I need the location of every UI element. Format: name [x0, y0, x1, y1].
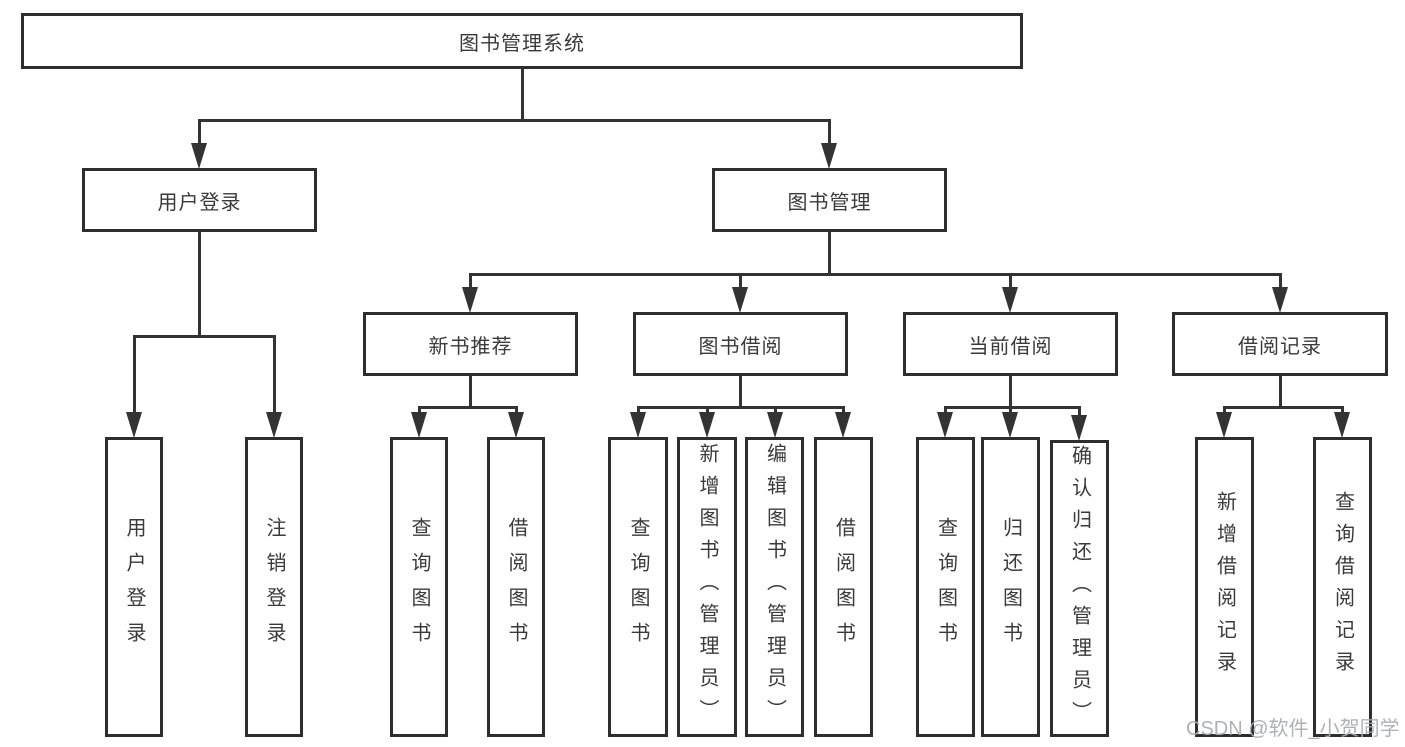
- diagram-node-label: 用户登录: [157, 191, 242, 214]
- connector-drop: [1222, 406, 1226, 417]
- diagram-node-label: 图书管理: [787, 191, 872, 214]
- arrow-down-icon: [767, 412, 783, 438]
- connector-bus: [636, 406, 845, 409]
- connector-drop: [841, 406, 845, 417]
- diagram-node-label: 当前借阅: [968, 335, 1053, 358]
- connector-stub: [827, 232, 831, 276]
- diagram-node-label: 借阅记录: [1238, 335, 1322, 358]
- arrow-down-icon: [732, 287, 748, 313]
- connector-stub: [468, 376, 472, 409]
- diagram-node-label: 用户登录: [123, 517, 145, 657]
- diagram-node-add-books-admin: 新增图书（管理员）: [677, 437, 737, 737]
- diagram-node-logout-action: 注销登录: [245, 437, 303, 737]
- diagram-node-label: 图书管理系统: [459, 32, 585, 55]
- connector-drop: [773, 406, 777, 417]
- connector-bus: [943, 406, 1081, 409]
- connector-drop: [417, 406, 421, 417]
- connector-drop: [514, 406, 518, 417]
- diagram-node-root: 图书管理系统: [21, 13, 1023, 69]
- arrow-down-icon: [1216, 412, 1232, 438]
- diagram-node-book-management: 图书管理: [712, 168, 947, 232]
- diagram-node-label: 查询借阅记录: [1331, 491, 1354, 683]
- connector-drop: [636, 406, 640, 417]
- arrow-down-icon: [266, 412, 282, 438]
- connector-drop: [943, 406, 947, 417]
- diagram-node-borrow-books-1: 借阅图书: [487, 437, 545, 737]
- diagram-node-label: 借阅图书: [505, 517, 527, 657]
- connector-drop: [132, 335, 136, 417]
- diagram-node-login-action: 用户登录: [105, 437, 163, 737]
- connector-drop: [738, 273, 742, 292]
- connector-bus: [1222, 406, 1344, 409]
- connector-bus: [417, 406, 518, 409]
- connector-drop: [1077, 406, 1081, 420]
- connector-drop: [468, 273, 472, 292]
- connector-drop: [272, 335, 276, 417]
- connector-bus: [468, 273, 1282, 276]
- arrow-down-icon: [1272, 287, 1288, 313]
- connector-drop: [827, 119, 831, 148]
- diagram-node-label: 新增借阅记录: [1213, 491, 1236, 683]
- diagram-node-add-borrow-record: 新增借阅记录: [1195, 437, 1254, 737]
- arrow-down-icon: [1002, 412, 1018, 438]
- diagram-node-query-books-2: 查询图书: [608, 437, 668, 737]
- connector-drop: [1008, 273, 1012, 292]
- connector-drop: [1340, 406, 1344, 417]
- diagram-node-edit-books-admin: 编辑图书（管理员）: [745, 437, 804, 737]
- arrow-down-icon: [1002, 287, 1018, 313]
- diagram-node-label: 图书借阅: [698, 335, 783, 358]
- connector-drop: [1008, 406, 1012, 417]
- diagram-node-user-login: 用户登录: [82, 168, 317, 232]
- diagram-node-label: 归还图书: [999, 517, 1022, 657]
- diagram-node-label: 新书推荐: [428, 335, 513, 358]
- arrow-down-icon: [462, 287, 478, 313]
- diagram-node-label: 查询图书: [627, 517, 649, 657]
- diagram-node-label: 查询图书: [934, 517, 957, 657]
- diagram-node-query-books-3: 查询图书: [916, 437, 975, 737]
- diagram-node-label: 编辑图书（管理员）: [763, 443, 786, 731]
- diagram-node-label: 确认归还（管理员）: [1068, 444, 1091, 733]
- diagram-node-query-books-1: 查询图书: [390, 437, 448, 737]
- diagram-node-borrowing-records: 借阅记录: [1172, 312, 1388, 376]
- arrow-down-icon: [821, 143, 837, 169]
- arrow-down-icon: [630, 412, 646, 438]
- connector-stub: [1278, 376, 1282, 409]
- diagram-node-label: 借阅图书: [832, 517, 855, 657]
- arrow-down-icon: [411, 412, 427, 438]
- connector-stub: [197, 232, 201, 338]
- diagram-node-new-book-recommend: 新书推荐: [363, 312, 578, 376]
- arrow-down-icon: [126, 412, 142, 438]
- diagram-node-current-borrowing: 当前借阅: [903, 312, 1118, 376]
- connector-bus: [132, 335, 276, 338]
- diagram-node-label: 查询图书: [408, 517, 430, 657]
- arrow-down-icon: [1071, 415, 1087, 441]
- arrow-down-icon: [191, 143, 207, 169]
- arrow-down-icon: [835, 412, 851, 438]
- arrow-down-icon: [1334, 412, 1350, 438]
- arrow-down-icon: [699, 412, 715, 438]
- connector-drop: [197, 119, 201, 148]
- csdn-watermark: CSDN @软件_小贺同学: [1186, 718, 1400, 740]
- connector-stub: [1008, 376, 1012, 409]
- diagram-node-borrow-books-2: 借阅图书: [814, 437, 873, 737]
- diagram-node-book-borrowing: 图书借阅: [633, 312, 848, 376]
- connector-bus: [197, 119, 831, 122]
- connector-stub: [738, 376, 742, 409]
- connector-drop: [1278, 273, 1282, 292]
- diagram-node-label: 新增图书（管理员）: [696, 443, 718, 731]
- diagram-node-confirm-return-admin: 确认归还（管理员）: [1050, 440, 1109, 737]
- diagram-node-label: 注销登录: [263, 517, 285, 657]
- connector-stub: [520, 69, 524, 122]
- arrow-down-icon: [937, 412, 953, 438]
- arrow-down-icon: [508, 412, 524, 438]
- diagram-node-query-borrow-record: 查询借阅记录: [1313, 437, 1372, 737]
- diagram-node-return-books: 归还图书: [981, 437, 1040, 737]
- connector-drop: [705, 406, 709, 417]
